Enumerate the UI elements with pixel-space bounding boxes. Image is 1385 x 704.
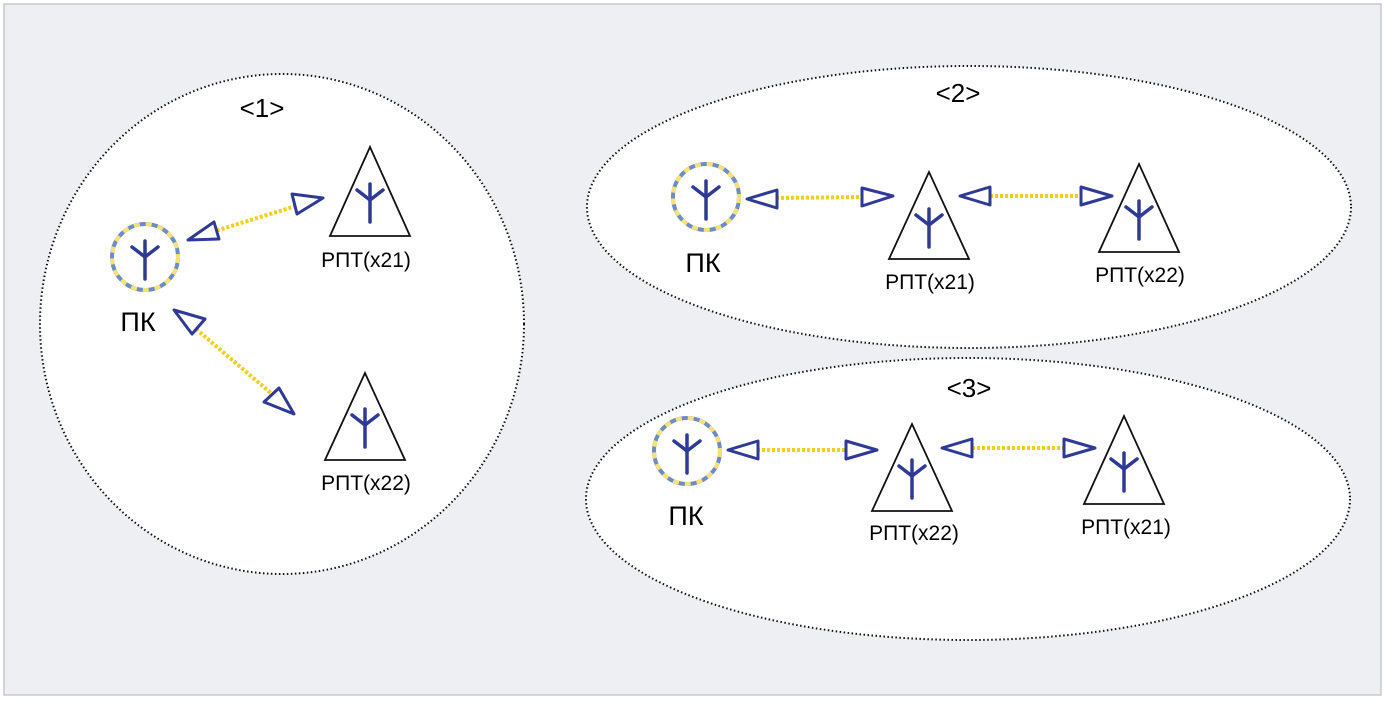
rpt-label: РПТ(x22) (1095, 264, 1185, 287)
rpt-node-x22[interactable]: РПТ(x22) (869, 421, 959, 545)
rpt-label: РПТ(x22) (869, 522, 959, 545)
pk-node[interactable]: ПК (652, 416, 722, 531)
group-2-label: <2> (936, 78, 981, 108)
rpt-label: РПТ(x21) (885, 271, 975, 294)
pk-label: ПК (668, 501, 703, 531)
rpt-label: РПТ(x22) (321, 472, 411, 495)
group-2-boundary (586, 65, 1352, 349)
pk-label: ПК (685, 248, 720, 278)
group-1-label: <1> (240, 93, 285, 123)
arrowhead-icon (262, 386, 296, 416)
rpt-node-x22[interactable]: РПТ(x22) (321, 370, 411, 495)
link-rpt-x22-rpt-x21 (940, 437, 1097, 459)
arrowhead-icon (1062, 437, 1097, 459)
arrowhead-icon (1079, 185, 1114, 207)
rpt-node-x21[interactable]: РПТ(x21) (885, 169, 975, 294)
arrowhead-icon (745, 188, 779, 210)
rpt-node-x21[interactable]: РПТ(x21) (321, 144, 412, 272)
pk-node[interactable]: ПК (110, 222, 180, 337)
group-3-label: <3> (947, 373, 992, 403)
pk-label: ПК (120, 307, 155, 337)
link-pk-rpt-x22 (726, 439, 879, 461)
link-pk-rpt-x21 (186, 192, 325, 242)
rpt-label: РПТ(x21) (1081, 516, 1171, 539)
arrowhead-icon (290, 192, 325, 216)
rpt-node-x22[interactable]: РПТ(x22) (1095, 161, 1185, 287)
arrowhead-icon (726, 439, 760, 461)
arrowhead-icon (172, 308, 207, 336)
link-pk-rpt-x21 (745, 186, 895, 210)
group-3-boundary (585, 357, 1351, 641)
group-2: <2> ПК РПТ(x21) РПТ(x22) (586, 65, 1352, 349)
group-1: <1> ПК РПТ(x21) РПТ(x2 (39, 73, 525, 575)
group-1-boundary (39, 73, 525, 575)
group-3: <3> ПК РПТ(x22) РПТ(x21) (585, 357, 1351, 641)
arrowhead-icon (958, 185, 992, 207)
arrowhead-icon (940, 437, 974, 459)
arrowhead-icon (186, 220, 221, 242)
arrowhead-icon (860, 186, 895, 208)
pk-node[interactable]: ПК (671, 162, 741, 278)
arrowhead-icon (844, 439, 879, 461)
rpt-label: РПТ(x21) (321, 249, 411, 272)
rpt-node-x21[interactable]: РПТ(x21) (1081, 413, 1171, 539)
link-rpt-x21-rpt-x22 (958, 185, 1114, 207)
link-pk-rpt-x22 (172, 308, 296, 416)
